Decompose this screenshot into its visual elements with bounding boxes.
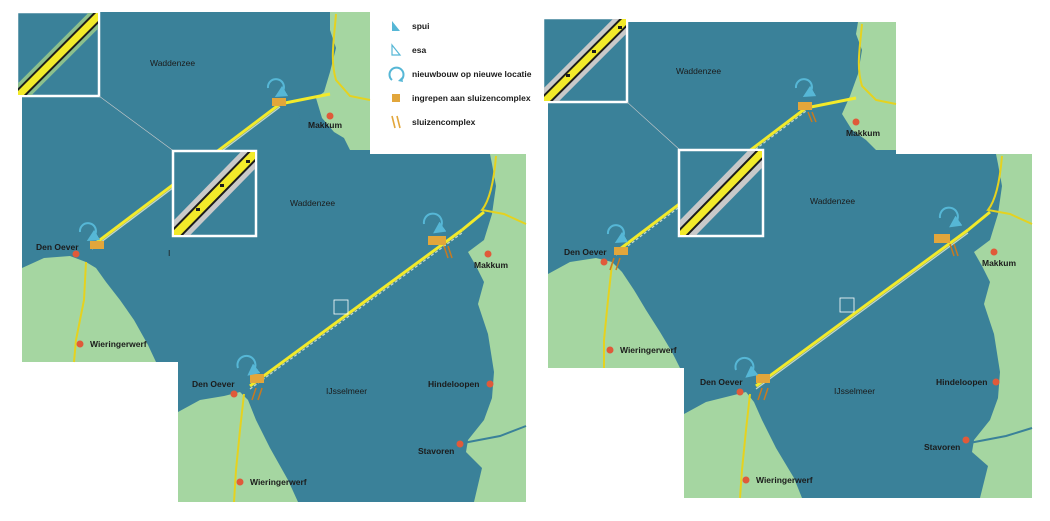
town-marker — [852, 118, 860, 126]
dike-detail-inset — [677, 148, 765, 238]
town-marker — [736, 388, 744, 396]
front-left-map: Waddenzee IJsselmeer Makkum Hindeloopen … — [98, 95, 527, 503]
town-marker — [486, 380, 494, 388]
label-ijsselmeer: IJsselmeer — [834, 386, 875, 396]
town-marker — [484, 250, 492, 258]
lock-intervention-icon — [386, 88, 406, 108]
label-den-oever: Den Oever — [36, 242, 79, 252]
lock-intervention-icon — [934, 234, 950, 243]
legend-item-lock-complex: sluizencomplex — [386, 110, 546, 134]
town-marker — [992, 378, 1000, 386]
town-marker — [606, 346, 614, 354]
lock-intervention-icon — [798, 102, 812, 110]
legend-label: esa — [412, 45, 427, 55]
label-ijsselmeer: IJsselmeer — [326, 386, 367, 396]
town-marker — [326, 112, 334, 120]
noord-holland-land — [22, 256, 156, 362]
legend-label: nieuwbouw op nieuwe locatie — [412, 69, 532, 79]
new-build-arrow-icon — [386, 64, 406, 84]
lock-complex-icon — [807, 111, 817, 123]
legend-item-new-build: nieuwbouw op nieuwe locatie — [386, 62, 546, 86]
new-build-arrow-icon — [422, 212, 447, 234]
legend-item-lock-intervention: ingrepen aan sluizencomplex — [386, 86, 546, 110]
esa-icon — [386, 40, 406, 60]
lock-intervention-icon — [614, 247, 628, 255]
lock-intervention-icon — [90, 241, 104, 249]
new-build-arrow-icon — [236, 354, 261, 376]
lock-complex-icon — [757, 387, 769, 401]
town-marker — [76, 340, 84, 348]
label-wieringerwerf: Wieringerwerf — [90, 339, 147, 349]
noord-holland-land — [548, 258, 680, 368]
label-makkum: Makkum — [308, 120, 342, 130]
lock-complex-icon — [251, 387, 263, 401]
legend-item-esa: esa — [386, 38, 546, 62]
lock-intervention-icon — [272, 98, 286, 106]
town-marker — [230, 390, 238, 398]
label-hindeloopen: Hindeloopen — [936, 377, 987, 387]
lock-complex-icon — [609, 257, 621, 271]
label-den-oever: Den Oever — [564, 247, 607, 257]
town-marker — [72, 250, 80, 258]
dike-detail-inset — [15, 10, 101, 98]
town-marker — [456, 440, 464, 448]
friesland-land — [972, 154, 1032, 498]
front-right-map: Waddenzee IJsselmeer Makkum Hindeloopen … — [626, 101, 1033, 499]
new-build-arrow-icon — [78, 222, 101, 242]
lock-intervention-icon — [756, 374, 770, 383]
legend-label: sluizencomplex — [412, 117, 476, 127]
new-build-arrow-icon — [266, 78, 289, 98]
lock-intervention-icon — [428, 236, 446, 245]
label-makkum: Makkum — [474, 260, 508, 270]
map-legend: spui esa nieuwbouw op nieuwe locatie ing… — [386, 14, 546, 134]
label-hindeloopen: Hindeloopen — [428, 379, 479, 389]
label-makkum: Makkum — [846, 128, 880, 138]
noord-holland-land — [684, 392, 802, 498]
dike-detail-inset — [171, 149, 258, 238]
label-wieringerwerf: Wieringerwerf — [756, 475, 813, 485]
spui-icon — [386, 16, 406, 36]
town-marker — [600, 258, 608, 266]
legend-label: ingrepen aan sluizencomplex — [412, 93, 531, 103]
lock-complex-icon — [443, 245, 453, 259]
label-wieringerwerf: Wieringerwerf — [620, 345, 677, 355]
new-build-arrow-icon — [734, 356, 759, 378]
town-marker — [962, 436, 970, 444]
label-cut: I — [168, 248, 170, 258]
lock-complex-icon — [386, 112, 406, 132]
label-den-oever: Den Oever — [700, 377, 743, 387]
legend-item-spui: spui — [386, 14, 546, 38]
town-marker — [990, 248, 998, 256]
new-build-arrow-icon — [938, 206, 963, 228]
label-waddenzee: Waddenzee — [150, 58, 195, 68]
legend-label: spui — [412, 21, 430, 31]
label-wieringerwerf: Wieringerwerf — [250, 477, 307, 487]
new-build-arrow-icon — [794, 78, 817, 98]
town-marker — [236, 478, 244, 486]
label-stavoren: Stavoren — [418, 446, 454, 456]
friesland-land — [842, 22, 896, 150]
label-den-oever: Den Oever — [192, 379, 235, 389]
town-marker — [742, 476, 750, 484]
label-waddenzee: Waddenzee — [676, 66, 721, 76]
label-stavoren: Stavoren — [924, 442, 960, 452]
lock-complex-icon — [949, 243, 959, 257]
label-waddenzee: Waddenzee — [290, 198, 335, 208]
friesland-land — [466, 154, 526, 502]
new-build-arrow-icon — [606, 224, 629, 244]
lock-intervention-icon — [250, 374, 264, 383]
label-waddenzee: Waddenzee — [810, 196, 855, 206]
dike-detail-inset — [541, 16, 629, 104]
label-makkum: Makkum — [982, 258, 1016, 268]
